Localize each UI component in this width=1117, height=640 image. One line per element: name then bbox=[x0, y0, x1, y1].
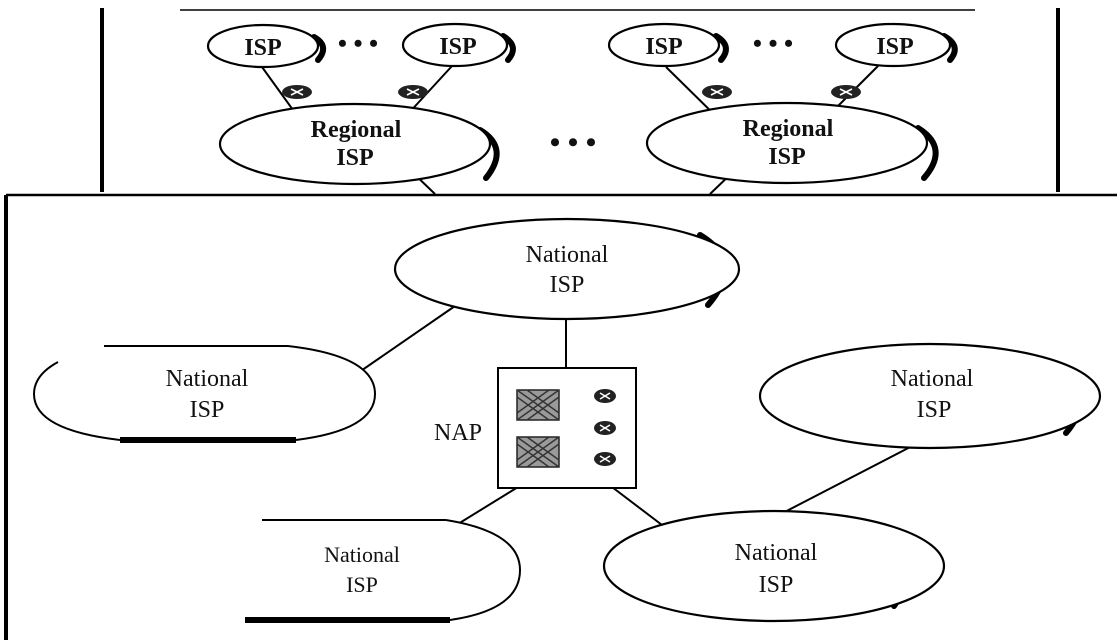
link-right-bottom-right bbox=[774, 442, 919, 518]
isp-node: ISP bbox=[206, 23, 327, 69]
top-panel: ISP ISP ISP ISP • • • • • • Regional ISP bbox=[100, 8, 1060, 195]
bottom-panel: National ISP National ISP National ISP bbox=[4, 193, 1117, 640]
switch-icon bbox=[516, 389, 560, 421]
national-isp-label: ISP bbox=[346, 572, 378, 597]
national-isp-label: National bbox=[891, 366, 974, 392]
router-icon bbox=[702, 85, 732, 99]
isp-node: ISP bbox=[401, 22, 516, 68]
regional-isp-label: Regional bbox=[311, 117, 402, 143]
national-isp-label: National bbox=[735, 540, 818, 566]
isp-label: ISP bbox=[876, 34, 913, 60]
national-isp-node-bottom-left: National ISP bbox=[245, 519, 522, 623]
link-nap-bottom-right bbox=[611, 486, 663, 526]
nap-label: NAP bbox=[434, 420, 482, 446]
isp-node: ISP bbox=[834, 22, 958, 68]
national-isp-label: ISP bbox=[190, 397, 225, 423]
nap-box bbox=[497, 367, 637, 489]
isp-label: ISP bbox=[439, 34, 476, 60]
ellipsis: • • • bbox=[753, 29, 793, 58]
national-isp-node-left: National ISP bbox=[33, 345, 377, 443]
router-icon bbox=[594, 389, 616, 403]
router-icon bbox=[594, 421, 616, 435]
isp-node: ISP bbox=[607, 22, 729, 68]
link-top-left bbox=[354, 305, 456, 376]
regional-isp-label: ISP bbox=[336, 145, 373, 171]
national-isp-node-bottom-right: National ISP bbox=[602, 509, 946, 623]
national-isp-node-right: National ISP bbox=[758, 342, 1102, 450]
regional-isp-node-right: Regional ISP bbox=[645, 101, 939, 185]
national-isp-label: National bbox=[526, 242, 609, 268]
national-isp-node-top: National ISP bbox=[393, 217, 741, 321]
national-isp-label: National bbox=[166, 366, 249, 392]
ellipsis: • • • bbox=[550, 126, 597, 159]
national-isp-label: ISP bbox=[550, 272, 585, 298]
regional-isp-label: ISP bbox=[768, 144, 805, 170]
switch-icon bbox=[516, 436, 560, 468]
ellipsis: • • • bbox=[338, 29, 378, 58]
router-icon bbox=[282, 85, 312, 99]
regional-isp-node-left: Regional ISP bbox=[218, 102, 500, 186]
regional-isp-label: Regional bbox=[743, 116, 834, 142]
router-icon bbox=[831, 85, 861, 99]
router-icon bbox=[594, 452, 616, 466]
router-icon bbox=[398, 85, 428, 99]
national-isp-label: ISP bbox=[917, 397, 952, 423]
isp-label: ISP bbox=[244, 35, 281, 61]
national-isp-label: National bbox=[324, 542, 400, 567]
isp-label: ISP bbox=[645, 34, 682, 60]
national-isp-label: ISP bbox=[759, 572, 794, 598]
